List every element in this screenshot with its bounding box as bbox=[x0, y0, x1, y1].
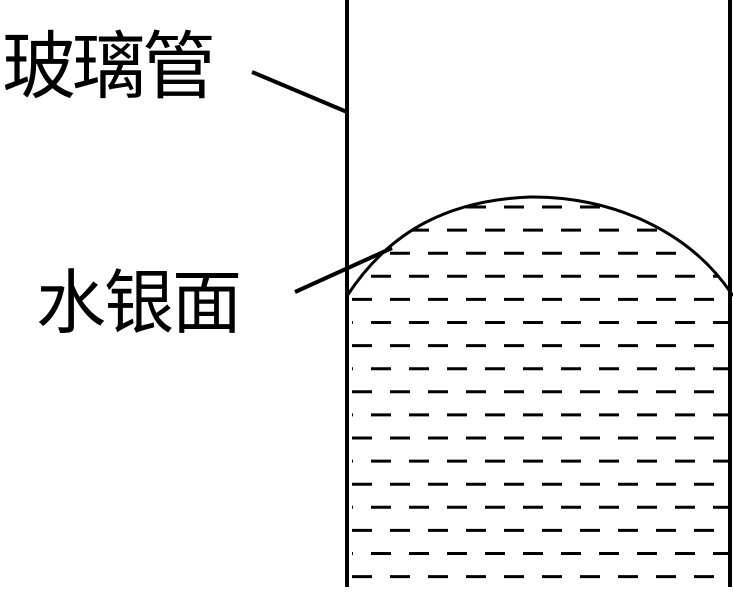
glass-tube-label: 玻璃管 bbox=[2, 24, 216, 110]
glass-tube-leader-line bbox=[251, 70, 348, 114]
mercury-surface-label: 水银面 bbox=[36, 262, 242, 344]
mercury-surface-leader-line bbox=[294, 246, 393, 294]
mercury-fill-pattern bbox=[352, 205, 728, 579]
mercury-meniscus-curve bbox=[345, 195, 733, 297]
